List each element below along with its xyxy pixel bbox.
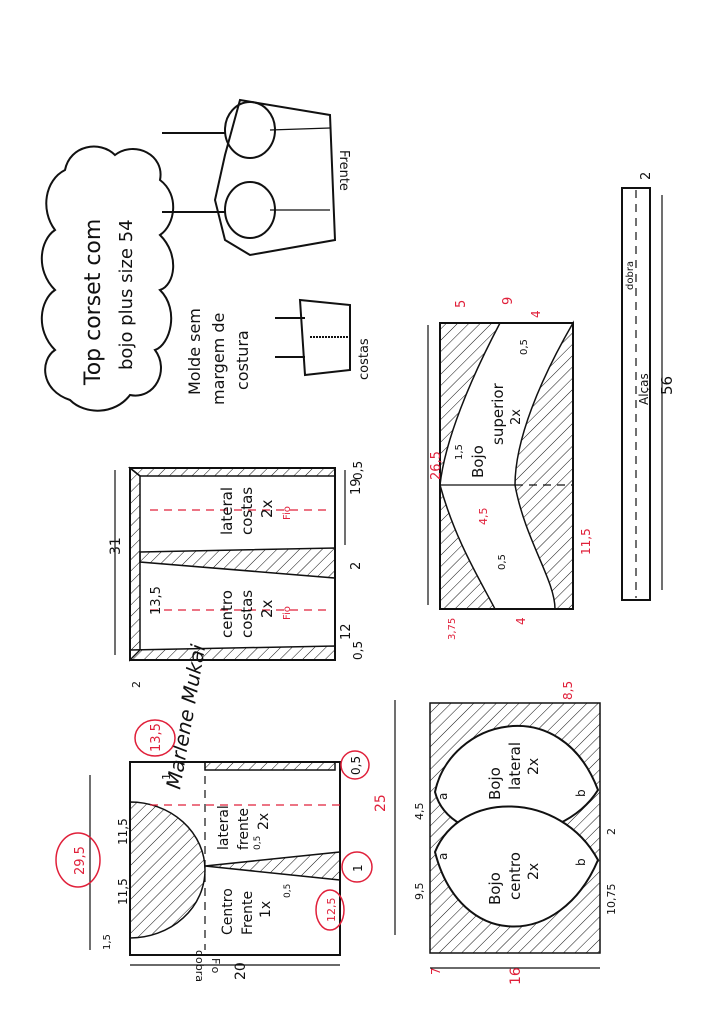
bojo-superior-qty: 2x — [509, 409, 524, 425]
back-top-offset: 0,5 — [351, 461, 365, 480]
bojo-superior-top-c: 4 — [529, 310, 543, 318]
back-top-width: 19 — [349, 478, 364, 495]
front-label: Frente — [336, 150, 351, 191]
bojo-superior-top-a: 5 — [454, 300, 469, 308]
back-bottom-offset: 0,5 — [351, 641, 365, 660]
centro-costas-name: centro — [218, 590, 236, 638]
bojo-superior-bottom-a: 3,75 — [447, 618, 458, 640]
bojo-centro-qty: 2x — [526, 863, 542, 880]
back-dart: 2 — [349, 562, 364, 570]
centro-frente-grain: Fio — [209, 958, 222, 974]
alcas-width: 2 — [639, 172, 654, 180]
front-side: 25 — [373, 794, 389, 812]
lateral-costas-name: lateral — [218, 487, 236, 535]
front-sketch: Frente — [162, 98, 351, 257]
lateral-frente-qty: 2x — [256, 813, 272, 830]
front-dart: 1 — [351, 864, 365, 872]
front-top: 13,5 — [149, 723, 164, 752]
bojos-bottom-b: 16 — [508, 967, 524, 985]
front-pattern: lateral frente 2x Centro Frente 1x dobra… — [55, 700, 396, 982]
back-left: 2 — [130, 681, 143, 688]
front-corner: 1 — [160, 773, 173, 780]
front-dart-offset: 12,5 — [325, 898, 338, 923]
title-line2: bojo plus size 54 — [116, 219, 137, 370]
back-height: 31 — [108, 537, 124, 555]
note-line1: Molde sem — [185, 308, 204, 395]
title-line1: Top corset com — [81, 219, 106, 386]
bojos-right-b: 10,75 — [605, 884, 618, 916]
lateral-frente-name2: frente — [236, 808, 252, 850]
front-bottom: 1,5 — [102, 934, 113, 950]
front-dart-a: 0,5 — [253, 836, 263, 850]
bojo-superior-name: Bojo — [469, 445, 487, 478]
pattern-note: Molde sem margem de costura — [185, 308, 252, 405]
bojo-centro-name: Bojo — [486, 872, 504, 905]
centro-costas-qty: 2x — [258, 599, 276, 618]
bojo-lateral-name2: lateral — [506, 742, 524, 790]
bojo-superior-mid-b: 4,5 — [477, 508, 490, 526]
bojo-superior-top-d: 0,5 — [519, 339, 530, 355]
lateral-frente-name: lateral — [216, 805, 232, 850]
lateral-costas-name2: costas — [238, 487, 256, 535]
alcas-name: Alças — [637, 373, 651, 405]
bojo-lateral-name: Bojo — [486, 767, 504, 800]
front-top-right: 0,5 — [349, 756, 363, 775]
centro-frente-name2: Frente — [240, 891, 256, 935]
back-sketch: costas — [275, 298, 372, 380]
alcas-fold: dobra — [625, 261, 636, 290]
back-lower: 12 — [339, 623, 354, 640]
bojo-superior-height: 26,5 — [429, 451, 444, 480]
bojos-pattern: Bojo lateral 2x Bojo centro 2x a a b b 8… — [413, 681, 618, 985]
bojo-superior-width: 11,5 — [579, 528, 593, 555]
back-center: 13,5 — [149, 586, 164, 615]
centro-frente-name: Centro — [220, 888, 236, 935]
bojos-top: 8,5 — [561, 681, 575, 700]
lateral-costas-grain: Fio — [282, 506, 293, 520]
front-height: 29,5 — [73, 846, 88, 875]
note-line3: costura — [233, 330, 252, 390]
title-cloud: Top corset com bojo plus size 54 — [40, 145, 175, 412]
front-width: 20 — [233, 962, 249, 980]
bojo-centro-name2: centro — [506, 852, 524, 900]
signature: Marlene Mukai — [161, 642, 210, 791]
point-b-lateral: b — [574, 789, 588, 797]
alcas-length: 56 — [658, 376, 676, 395]
lateral-costas-qty: 2x — [258, 499, 276, 518]
bojo-superior-pattern: Bojo superior 2x 26,5 5 9 4 0,5 1,5 4,5 … — [427, 297, 593, 640]
point-b-centro: b — [574, 858, 588, 866]
bojo-superior-bottom-b: 4 — [514, 617, 528, 625]
bojos-right-a: 2 — [605, 828, 618, 835]
bojo-superior-bottom-c: 0,5 — [497, 554, 508, 570]
centro-costas-grain: Fio — [282, 606, 293, 620]
centro-frente-fold: dobra — [193, 950, 206, 982]
alcas-pattern: dobra Alças 56 2 — [621, 172, 676, 601]
point-a-lateral: a — [436, 793, 450, 800]
point-a-centro: a — [436, 853, 450, 860]
back-label: costas — [357, 338, 372, 380]
bojo-superior-name2: superior — [489, 382, 507, 445]
bojos-left-a: 4,5 — [413, 803, 426, 821]
centro-costas-name2: costas — [238, 590, 256, 638]
bojos-bottom-a: 7 — [429, 967, 443, 975]
centro-frente-qty: 1x — [258, 901, 274, 918]
front-arc-lower: 11,5 — [116, 878, 130, 905]
bojos-left-b: 9,5 — [413, 883, 426, 901]
back-pattern: lateral costas 2x Fio centro costas 2x F… — [108, 461, 365, 688]
note-line2: margem de — [209, 313, 228, 405]
bojo-lateral-qty: 2x — [526, 758, 542, 775]
bojo-superior-mid-a: 1,5 — [454, 444, 465, 460]
front-dart-b: 0,5 — [283, 884, 293, 898]
bojo-superior-top-b: 9 — [501, 297, 516, 305]
front-arc-upper: 11,5 — [116, 818, 130, 845]
